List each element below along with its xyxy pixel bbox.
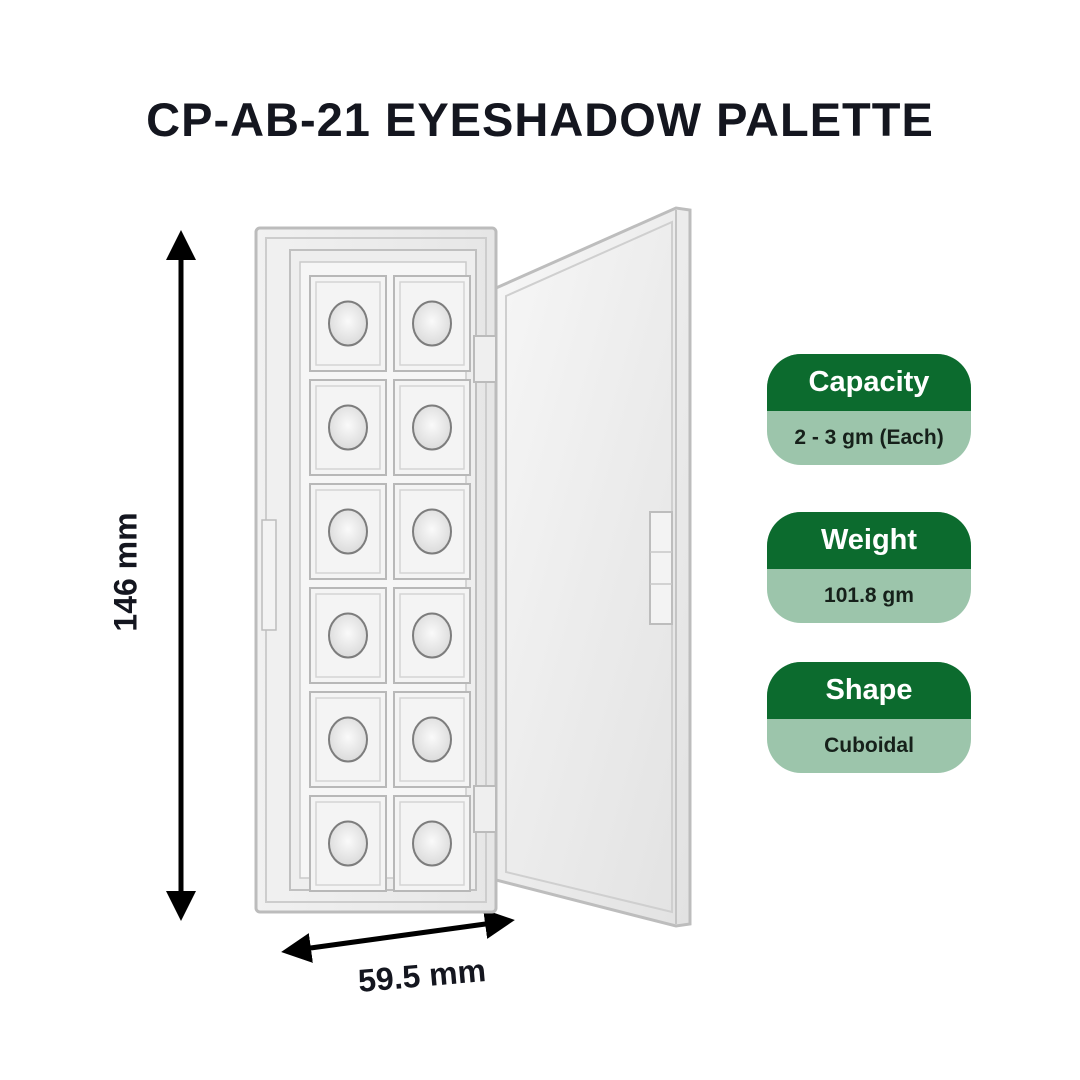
palette-well (309, 379, 387, 476)
palette-lid (494, 206, 692, 928)
spec-card-shape: Shape Cuboidal (767, 662, 971, 773)
spec-value: 101.8 gm (824, 584, 914, 607)
palette-well (393, 483, 471, 580)
spec-value: 2 - 3 gm (Each) (794, 426, 944, 449)
spec-heading: Capacity (767, 354, 971, 411)
palette-well (309, 795, 387, 892)
palette-well (309, 275, 387, 372)
palette-well (393, 587, 471, 684)
palette-well (393, 795, 471, 892)
width-arrow (281, 909, 515, 963)
page-title: CP-AB-21 EYESHADOW PALETTE (146, 93, 934, 146)
palette-well (309, 691, 387, 788)
palette-well (309, 483, 387, 580)
palette-well (309, 587, 387, 684)
palette-wells (309, 275, 471, 892)
spec-heading: Shape (767, 662, 971, 719)
spec-card-capacity: Capacity 2 - 3 gm (Each) (767, 354, 971, 465)
height-dimension-label: 146 mm (107, 512, 144, 632)
palette-well (393, 275, 471, 372)
spec-value: Cuboidal (824, 734, 914, 757)
spec-card-weight: Weight 101.8 gm (767, 512, 971, 623)
palette-well (393, 379, 471, 476)
spec-heading: Weight (767, 512, 971, 569)
palette-well (393, 691, 471, 788)
